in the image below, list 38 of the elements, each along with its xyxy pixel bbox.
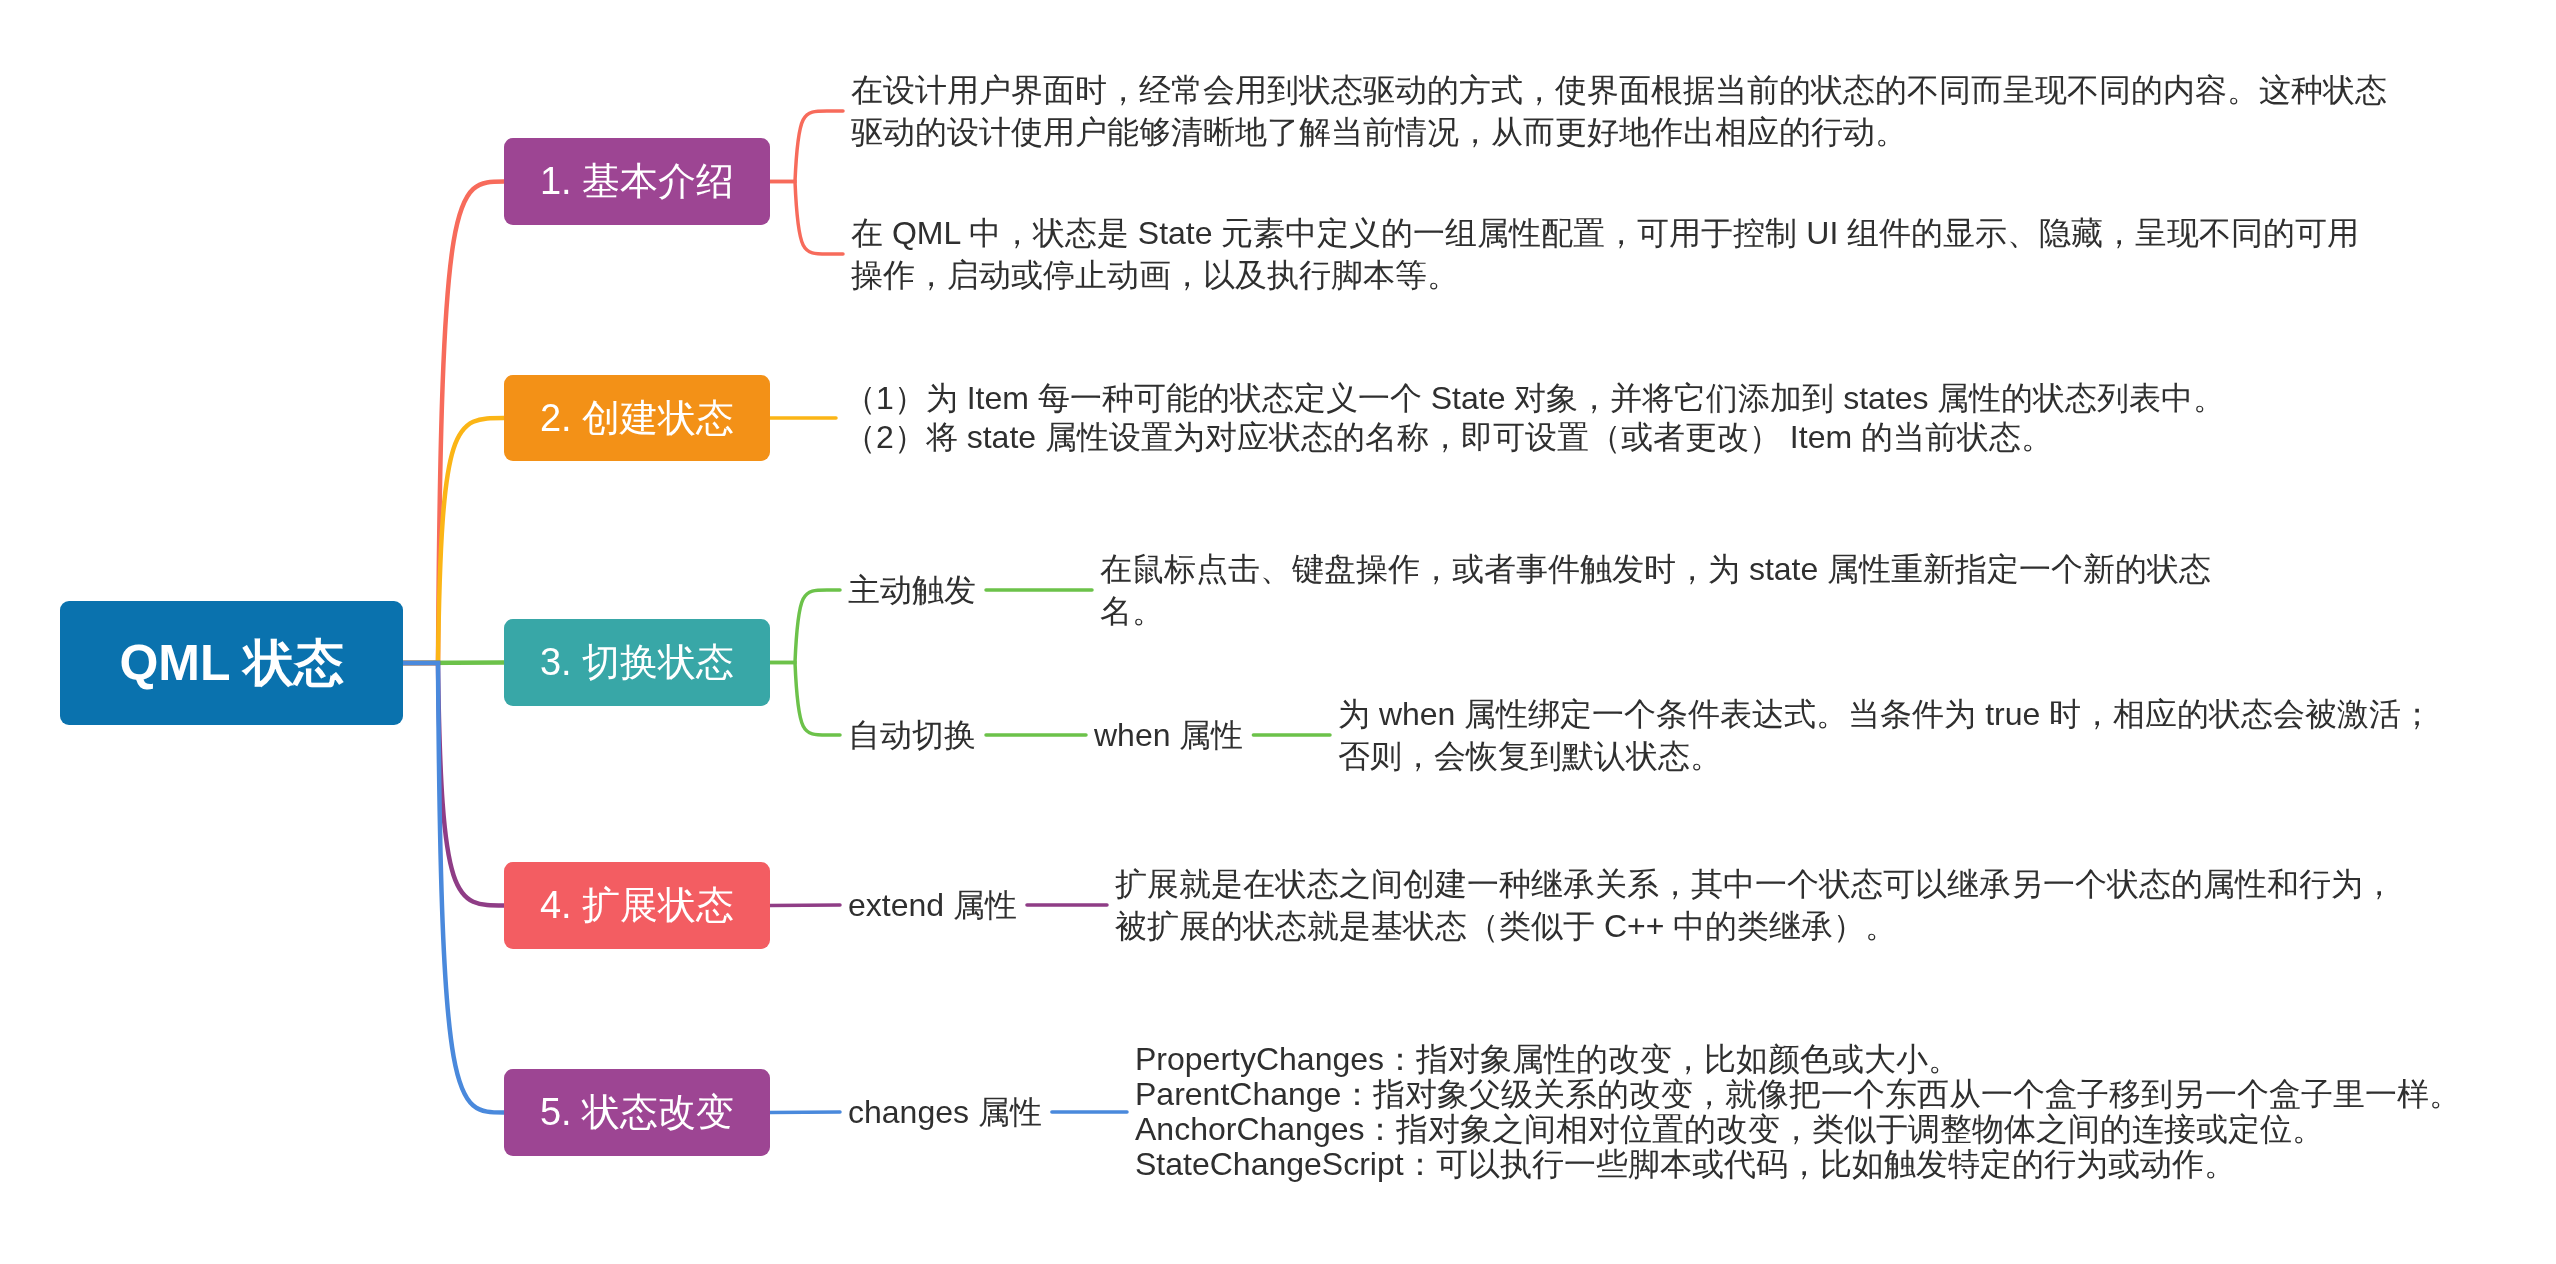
topic-text: 在 QML 中，状态是 State 元素中定义的一组属性配置，可用于控制 UI 组件的显示、隐藏，呈现不同的可用操作，启动或停止动画，以及执行脚本等。 <box>851 212 2386 296</box>
main-topic-box <box>504 1069 770 1156</box>
topic-text-line: （2）将 state 属性设置为对应状态的名称，即可设置（或者更改） Item 的当前状态。 <box>844 418 2054 457</box>
connector-line <box>984 733 1088 737</box>
topic-title: QML 状态 <box>119 633 344 693</box>
topic-text: 在鼠标点击、键盘操作，或者事件触发时，为 state 属性重新指定一个新的状态名。 <box>1100 548 2240 632</box>
central-topic-box <box>60 601 403 725</box>
topic-text-line: StateChangeScript：可以执行一些脚本或代码，比如触发特定的行为或动作。 <box>1135 1147 2237 1182</box>
topic-text: 主动触发 <box>848 569 976 611</box>
connector-line <box>1025 903 1109 907</box>
main-topic-box <box>504 862 770 949</box>
topic-text: changes 属性 <box>848 1091 1042 1133</box>
topic-text-line: ParentChange：指对象父级关系的改变，就像把一个东西从一个盒子移到另一个盒子里一样。 <box>1135 1077 2462 1112</box>
connector-line <box>1050 1110 1129 1114</box>
topic-text-line: AnchorChanges：指对象之间相对位置的改变，类似于调整物体之间的连接或定位。 <box>1135 1112 2326 1147</box>
topic-text: extend 属性 <box>848 884 1017 926</box>
topic-title: 3. 切换状态 <box>539 640 735 685</box>
topic-title: 5. 状态改变 <box>539 1090 735 1135</box>
connector-line <box>984 588 1094 592</box>
topic-text: when 属性 <box>1094 714 1244 756</box>
connector-line <box>768 1110 842 1115</box>
connector-line <box>768 179 845 256</box>
topic-text-line: （1）为 Item 每一种可能的状态定义一个 State 对象，并将它们添加到 states 属性的状态列表中。 <box>844 379 2226 418</box>
connector-line <box>768 660 842 737</box>
main-topic-box <box>504 375 770 461</box>
topic-title: 1. 基本介绍 <box>539 159 735 204</box>
main-topic-box <box>504 619 770 706</box>
topic-text: 在设计用户界面时，经常会用到状态驱动的方式，使界面根据当前的状态的不同而呈现不同的内容。这种状态驱动的设计使用户能够清晰地了解当前情况，从而更好地作出相应的行动。 <box>851 69 2403 153</box>
topic-title: 2. 创建状态 <box>539 395 735 441</box>
connector-line <box>768 416 838 420</box>
topic-title: 4. 扩展状态 <box>539 883 735 928</box>
connector-line <box>1251 733 1332 737</box>
topic-text: 扩展就是在状态之间创建一种继承关系，其中一个状态可以继承另一个状态的属性和行为，被扩展的状态就是基状态（类似于 C++ 中的类继承）。 <box>1115 863 2420 947</box>
main-topic-box <box>504 138 770 225</box>
topic-text: 自动切换 <box>848 714 976 756</box>
topic-text-line: PropertyChanges：指对象属性的改变，比如颜色或大小。 <box>1135 1042 1962 1077</box>
connector-line <box>768 903 842 908</box>
topic-text: 为 when 属性绑定一个条件表达式。当条件为 true 时，相应的状态会被激活；否则，会恢复到默认状态。 <box>1338 693 2448 777</box>
